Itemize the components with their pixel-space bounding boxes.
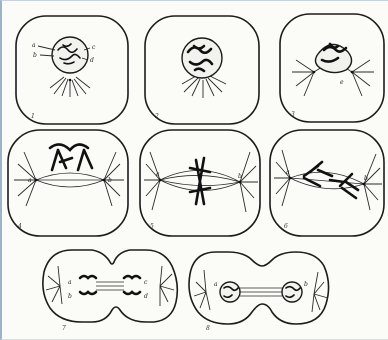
nucleus	[182, 38, 222, 78]
panel-number: 3	[291, 111, 295, 118]
panel-4-prometaphase-cell: a b 4	[8, 130, 128, 236]
mark-8-a: a	[214, 281, 218, 288]
daughter-nucleus-left	[220, 282, 240, 302]
panel-number: 6	[284, 223, 288, 230]
panel-5-metaphase-cell: a b 5	[140, 130, 260, 236]
panel-1-prophase-cell: a b c d 1	[16, 16, 128, 124]
panel-number: 1	[31, 113, 35, 120]
panel-number: 4	[17, 223, 22, 230]
mark-4-b: b	[108, 177, 112, 184]
mark-7-c: c	[144, 279, 148, 286]
panel-number: 2	[154, 113, 159, 120]
nucleus	[52, 37, 88, 73]
mark-1-d: d	[90, 57, 94, 64]
asters	[46, 266, 174, 306]
mark-4-a: a	[28, 177, 32, 184]
cell-membrane	[270, 130, 384, 236]
mark-6-b: b	[364, 175, 368, 182]
mark-5-b: b	[238, 173, 242, 180]
mark-1-c: c	[92, 44, 96, 51]
panel-number: 8	[206, 325, 210, 332]
panel-6-anaphase-cell: a b 6	[270, 130, 384, 236]
mark-5-a: a	[156, 171, 160, 178]
mark-1-a: a	[32, 42, 36, 49]
panel-2-prophase-cell: 2	[145, 16, 259, 124]
mark-7-a: a	[68, 279, 72, 286]
panel-8-cytokinesis-cell: a b 8	[189, 252, 329, 332]
daughter-chromosome-masses	[80, 276, 140, 294]
panel-3-late-prophase-cell: e 3	[280, 14, 384, 122]
panel-number: 7	[62, 325, 66, 332]
mark-3-e: e	[340, 79, 344, 86]
mark-8-b: b	[304, 281, 308, 288]
panel-number: 5	[150, 223, 154, 230]
mark-7-d: d	[144, 293, 148, 300]
panel-7-telophase-cell: a b c d 7	[43, 250, 177, 332]
mark-6-a: a	[286, 169, 290, 176]
aster-rays	[182, 76, 226, 98]
mark-1-b: b	[33, 52, 37, 59]
asters	[194, 270, 328, 312]
daughter-nucleus-right	[282, 282, 302, 302]
mark-7-b: b	[68, 293, 72, 300]
